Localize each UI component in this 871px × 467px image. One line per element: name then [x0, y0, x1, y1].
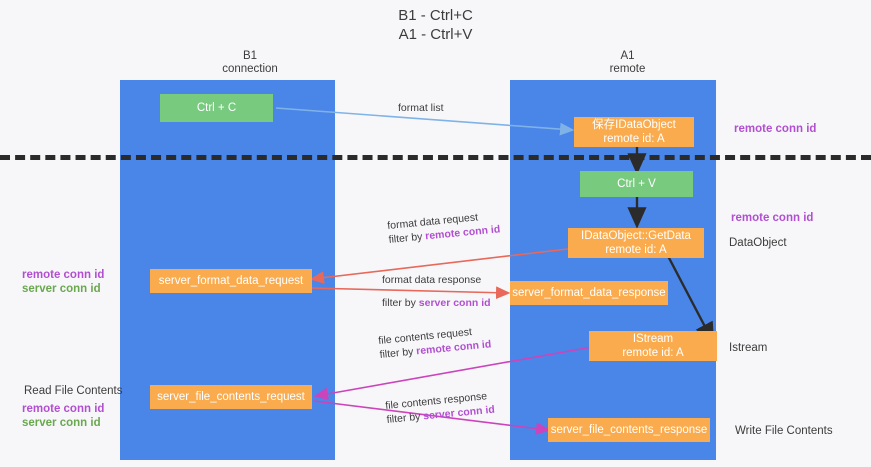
- node-ctrl-v-label: Ctrl + V: [617, 178, 656, 190]
- title-line-2: A1 - Ctrl+V: [398, 26, 473, 43]
- edge-label-format-data-response-text: format data response: [382, 274, 482, 286]
- side-label-left-server-conn-id-mid: server conn id: [22, 283, 101, 295]
- side-label-istream: Istream: [729, 342, 768, 354]
- column-header-a1-name: A1: [620, 50, 635, 62]
- edge-label-format-data-response: format data response filter by server co…: [382, 273, 491, 310]
- edge-label-file-contents-response: file contents response filter by server …: [385, 389, 496, 427]
- node-idataobject-top[interactable]: 保存IDataObject remote id: A: [574, 117, 694, 147]
- node-ctrl-c-label: Ctrl + C: [196, 102, 237, 114]
- node-server-format-data-response-label: server_format_data_response: [512, 287, 666, 299]
- node-server-file-contents-request[interactable]: server_file_contents_request: [150, 385, 312, 409]
- side-label-remote-conn-id-top: remote conn id: [734, 123, 817, 135]
- node-ctrl-c[interactable]: Ctrl + C: [160, 94, 273, 122]
- node-server-format-data-request[interactable]: server_format_data_request: [150, 269, 312, 293]
- page-title: B1 - Ctrl+C A1 - Ctrl+V: [0, 6, 871, 44]
- node-istream[interactable]: IStream remote id: A: [589, 331, 717, 361]
- filter-prefix: filter by: [379, 345, 417, 361]
- node-server-file-contents-response-label: server_file_contents_response: [550, 424, 708, 436]
- column-header-b1-sub: connection: [222, 63, 278, 75]
- edge-label-format-data-request: format data request filter by remote con…: [387, 208, 501, 247]
- column-header-b1: B1 connection: [150, 50, 350, 76]
- filter-prefix: filter by: [386, 410, 424, 426]
- side-label-left-remote-conn-id-mid: remote conn id: [22, 269, 105, 281]
- node-getdata-line2: remote id: A: [605, 244, 667, 256]
- node-server-file-contents-response[interactable]: server_file_contents_response: [548, 418, 710, 442]
- column-header-a1: A1 remote: [520, 50, 735, 76]
- node-idataobject-getdata[interactable]: IDataObject::GetData remote id: A: [568, 228, 704, 258]
- filter-value: server conn id: [418, 297, 491, 309]
- node-server-file-contents-request-label: server_file_contents_request: [157, 391, 305, 403]
- column-header-b1-name: B1: [242, 50, 258, 62]
- filter-prefix: filter by: [382, 297, 419, 309]
- node-istream-line1: IStream: [632, 333, 674, 345]
- side-label-read-file-contents: Read File Contents: [24, 385, 123, 397]
- side-label-left-remote-conn-id-bottom: remote conn id: [22, 403, 105, 415]
- edge-label-format-list-text: format list: [398, 102, 444, 114]
- node-ctrl-v[interactable]: Ctrl + V: [580, 171, 693, 197]
- phase-divider: [0, 155, 871, 160]
- node-idataobject-top-line1: 保存IDataObject: [592, 119, 676, 131]
- node-server-format-data-request-label: server_format_data_request: [158, 275, 304, 287]
- side-label-write-file-contents: Write File Contents: [735, 425, 833, 437]
- node-idataobject-top-line2: remote id: A: [603, 133, 665, 145]
- node-getdata-line1: IDataObject::GetData: [581, 230, 691, 242]
- edge-label-file-contents-request: file contents request filter by remote c…: [378, 323, 492, 362]
- side-label-left-server-conn-id-bottom: server conn id: [22, 417, 101, 429]
- edge-label-format-data-response-filter: filter by server conn id: [382, 296, 491, 310]
- filter-prefix: filter by: [388, 230, 426, 246]
- column-header-a1-sub: remote: [609, 63, 646, 75]
- side-label-remote-conn-id-mid: remote conn id: [731, 212, 814, 224]
- node-istream-line2: remote id: A: [622, 347, 684, 359]
- node-server-format-data-response[interactable]: server_format_data_response: [510, 281, 668, 305]
- title-line-1: B1 - Ctrl+C: [398, 7, 473, 24]
- edge-label-format-list: format list: [398, 101, 444, 115]
- side-label-dataobject: DataObject: [729, 237, 787, 249]
